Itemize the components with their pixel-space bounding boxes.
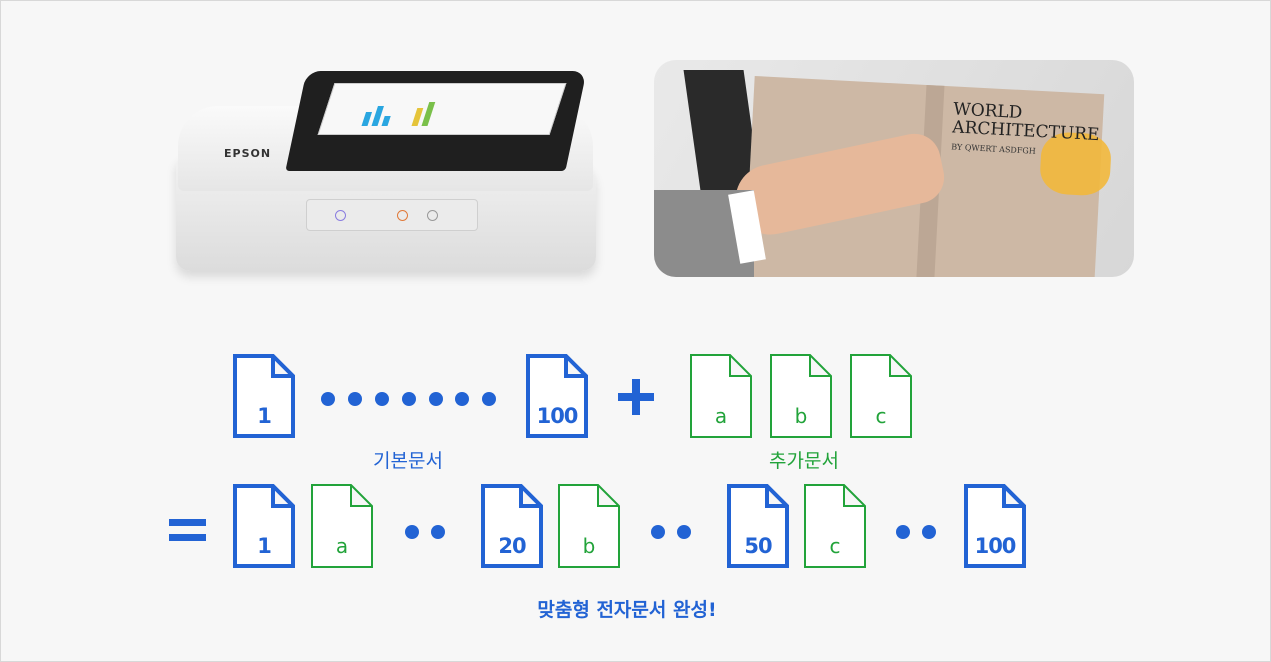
ellipsis-dot (321, 392, 335, 406)
ellipsis-dot (348, 392, 362, 406)
extra-documents-label: 추가문서 (769, 450, 839, 472)
ellipsis-dot (677, 525, 691, 539)
ellipsis-dot (402, 392, 416, 406)
ellipsis-dot (375, 392, 389, 406)
result-document: 50 (727, 484, 789, 568)
doc-letter: c (829, 534, 841, 558)
doc-letter: b (582, 534, 596, 558)
document-scanner-image: EPSON (176, 61, 596, 301)
plus-icon (618, 379, 654, 415)
ellipsis-dot (482, 392, 496, 406)
result-document: c (804, 484, 866, 568)
doc-number: 50 (744, 534, 772, 558)
doc-number: 1 (257, 404, 272, 428)
result-document: 1 (233, 484, 295, 568)
base-documents-label: 기본문서 (373, 450, 443, 472)
document-icon (690, 354, 752, 438)
book-author: BY QWERT ASDFGH (951, 142, 1036, 156)
doc-number: 100 (974, 534, 1017, 558)
doc-number: 20 (498, 534, 526, 558)
ellipsis-dot (651, 525, 665, 539)
result-document: 100 (964, 484, 1026, 568)
result-document: a (311, 484, 373, 568)
ellipsis-dot (405, 525, 419, 539)
doc-number: 1 (257, 534, 272, 558)
ellipsis-dot (431, 525, 445, 539)
scanner-brand-logo: EPSON (224, 147, 272, 160)
doc-letter: b (794, 404, 808, 428)
document-icon (770, 354, 832, 438)
doc-letter: c (875, 404, 887, 428)
document-icon (964, 484, 1026, 568)
extra-document-c: c (850, 354, 912, 438)
scanner-control-panel (306, 199, 478, 231)
equals-icon (169, 519, 206, 541)
base-document-first: 1 (233, 354, 295, 438)
ellipsis-dot (896, 525, 910, 539)
ellipsis-dot (455, 392, 469, 406)
document-icon (727, 484, 789, 568)
extra-document-a: a (690, 354, 752, 438)
document-icon (233, 354, 295, 438)
result-caption: 맞춤형 전자문서 완성! (537, 599, 717, 621)
book-title: WORLD ARCHITECTURE (951, 99, 1100, 146)
result-document: 20 (481, 484, 543, 568)
doc-number: 100 (536, 404, 579, 428)
ellipsis-dot (922, 525, 936, 539)
base-document-last: 100 (526, 354, 588, 438)
document-icon (233, 484, 295, 568)
doc-letter: a (335, 534, 349, 558)
extra-document-b: b (770, 354, 832, 438)
scanner-paper (317, 83, 567, 135)
document-icon (311, 484, 373, 568)
document-icon (526, 354, 588, 438)
ellipsis-dot (429, 392, 443, 406)
document-icon (558, 484, 620, 568)
document-icon (481, 484, 543, 568)
doc-letter: a (714, 404, 728, 428)
document-icon (850, 354, 912, 438)
result-document: b (558, 484, 620, 568)
document-icon (804, 484, 866, 568)
flatbed-scan-photo: WORLD ARCHITECTURE BY QWERT ASDFGH (654, 60, 1134, 277)
